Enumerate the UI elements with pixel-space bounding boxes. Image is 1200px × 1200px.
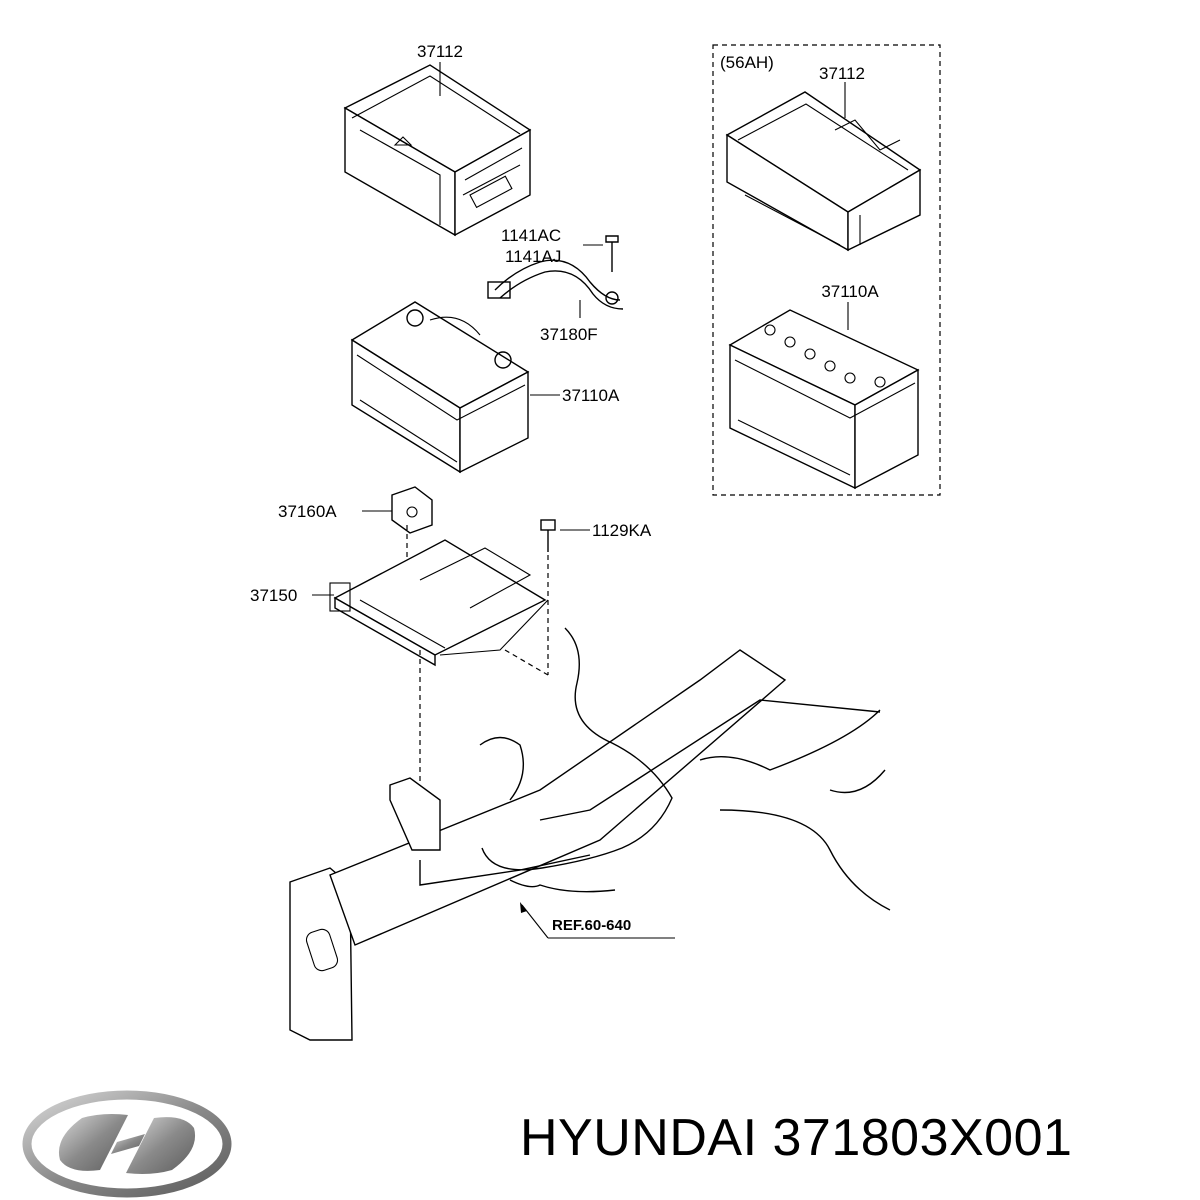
battery-tray-bracket (329, 539, 549, 667)
hyundai-logo-icon (22, 1090, 232, 1198)
battery-cover-main (343, 64, 532, 237)
label-bolt-upper-b: 1141AJ (505, 247, 561, 266)
label-variant-group: (56AH) (720, 53, 774, 72)
label-cable: 37180F (540, 325, 598, 344)
label-tray-alt: 37112 (819, 64, 865, 83)
label-battery-alt: 37110A (821, 282, 879, 301)
variant-56ah-box (712, 44, 941, 496)
brand-part-number: HYUNDAI 371803X001 (520, 1109, 1073, 1167)
cable-assembly (487, 235, 624, 310)
battery-cover-alt (725, 91, 922, 252)
battery-main (350, 301, 530, 474)
label-bolt-upper-a: 1141AC (501, 226, 561, 245)
vehicle-frame (289, 627, 891, 1041)
label-tray-main: 37112 (417, 42, 463, 61)
battery-clamp (391, 486, 433, 534)
label-reference: REF.60-640 (552, 917, 631, 934)
label-tray-bracket: 37150 (250, 586, 297, 605)
label-bolt-lower: 1129KA (592, 521, 652, 540)
label-clamp: 37160A (278, 502, 337, 521)
bolt-lower (540, 519, 556, 552)
label-battery-main: 37110A (562, 386, 620, 405)
battery-alt (728, 309, 920, 490)
